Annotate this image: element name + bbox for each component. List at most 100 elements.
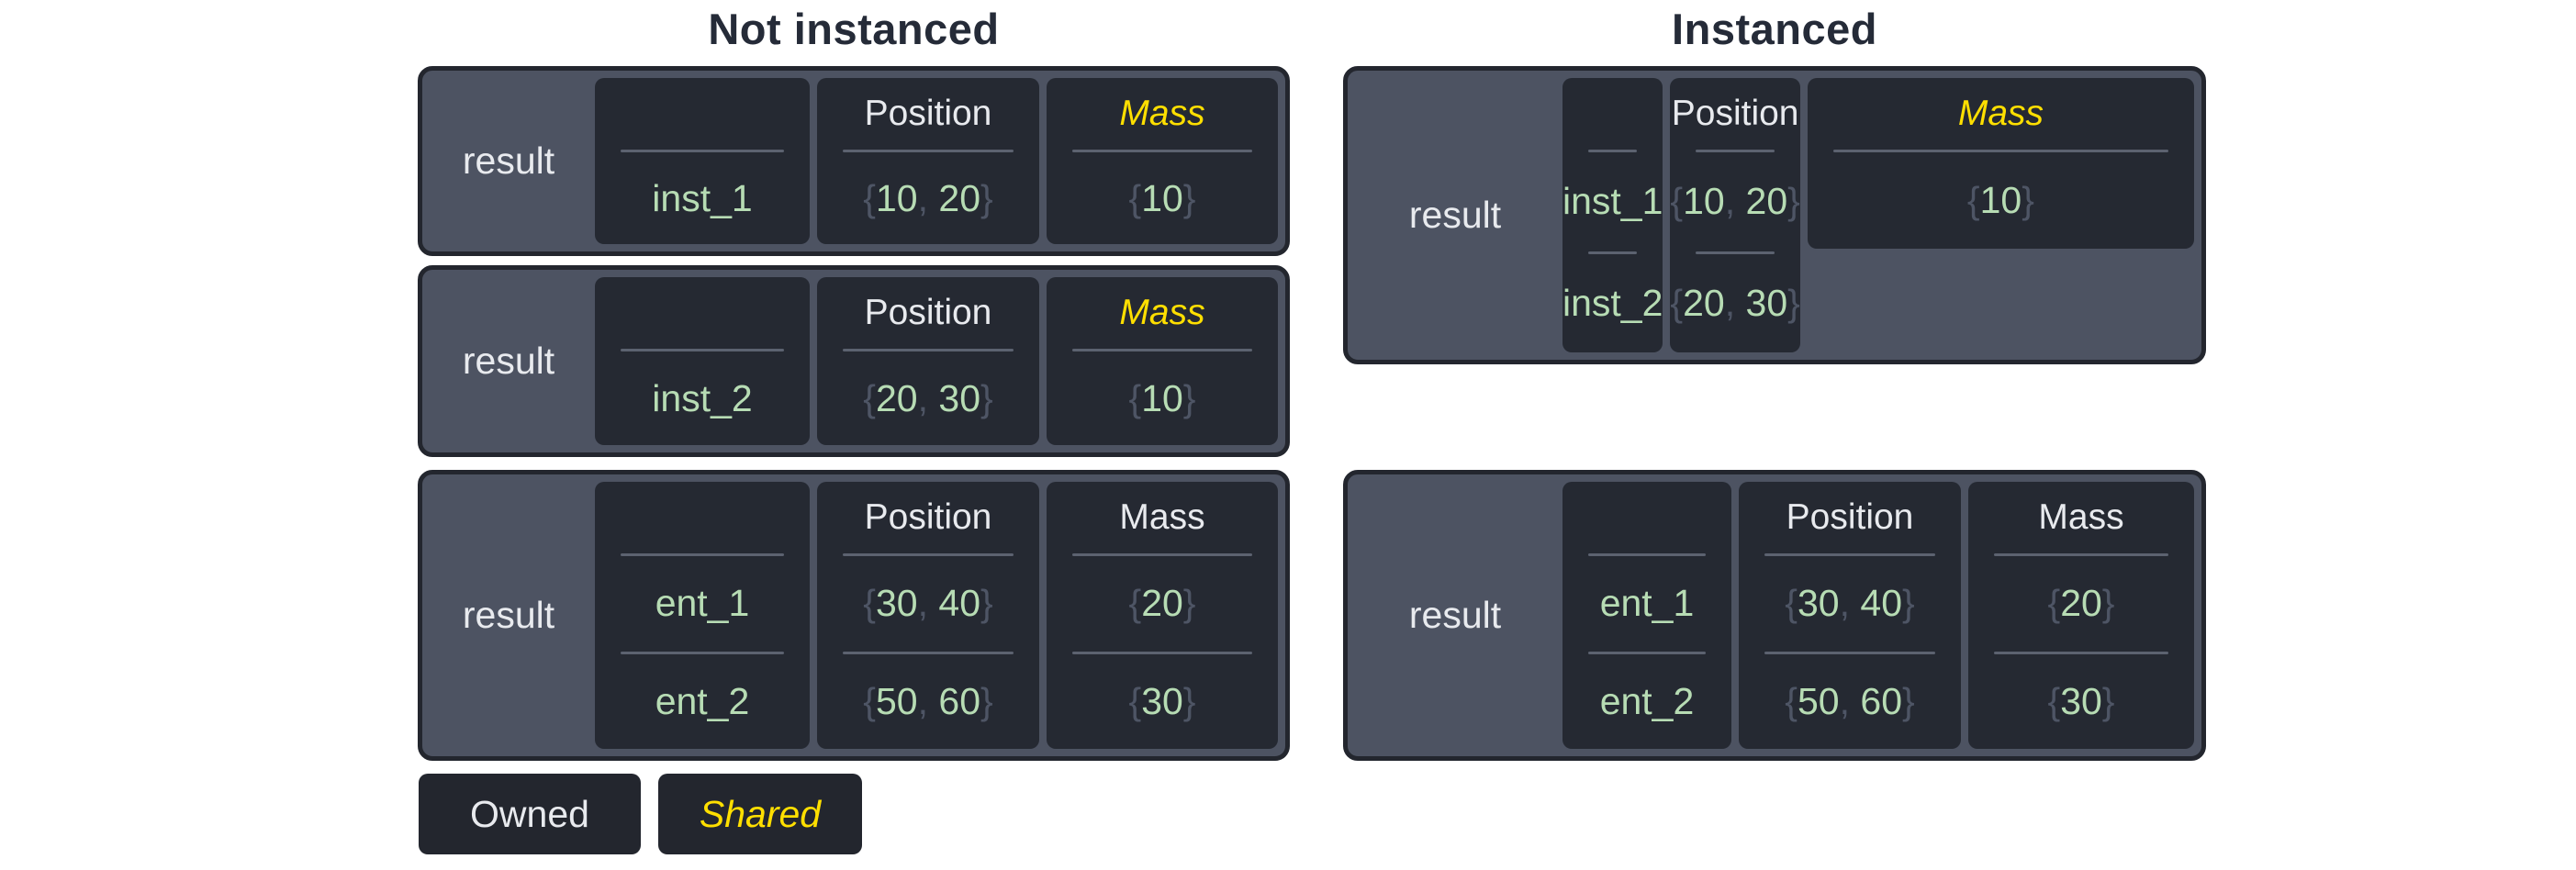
value-punctuation: } xyxy=(980,582,993,625)
value-row: {20} xyxy=(1968,556,2194,652)
separator-line xyxy=(621,553,784,556)
value-punctuation: } xyxy=(1787,180,1800,223)
separator-line xyxy=(1072,553,1252,556)
value-punctuation: , xyxy=(1839,679,1850,722)
value-row: {10} xyxy=(1047,351,1278,445)
value-punctuation: , xyxy=(917,582,928,625)
separator-line xyxy=(1764,651,1935,654)
value-row: {20} xyxy=(1047,556,1278,652)
separator-line xyxy=(1696,251,1775,254)
column-entity: ent_1 ent_2 xyxy=(595,482,810,749)
value-row: {10} xyxy=(1047,152,1278,244)
value-punctuation: { xyxy=(1785,582,1798,625)
column-entity: ent_1 ent_2 xyxy=(1562,482,1731,749)
value-punctuation: { xyxy=(863,679,876,722)
entity-name: ent_2 xyxy=(655,679,750,722)
value-number: 50 xyxy=(875,679,918,722)
result-label: result xyxy=(462,594,555,636)
separator-line xyxy=(1696,150,1775,152)
value-punctuation: { xyxy=(2047,582,2061,625)
separator-line xyxy=(843,553,1014,556)
separator-line xyxy=(843,651,1014,654)
value-punctuation: { xyxy=(863,582,876,625)
separator-line xyxy=(1832,150,2168,152)
separator-line xyxy=(1588,553,1706,556)
value-punctuation: } xyxy=(2101,679,2115,722)
value-punctuation: { xyxy=(1966,179,1980,221)
component-header: Position xyxy=(1786,497,1914,537)
component-header: Mass xyxy=(1119,497,1205,537)
value-number: 30 xyxy=(1797,582,1840,625)
value-row: {10} xyxy=(1808,152,2194,249)
legend-shared-label: Shared xyxy=(699,792,822,835)
column-position: Position{30, 40}{50, 60} xyxy=(817,482,1039,749)
entity-row: ent_2 xyxy=(595,654,810,750)
value-number: 20 xyxy=(1735,180,1788,223)
entity-row: ent_1 xyxy=(595,556,810,652)
value-number: 60 xyxy=(928,679,980,722)
value-punctuation: { xyxy=(1128,376,1142,419)
legend-owned-chip: Owned xyxy=(419,774,641,854)
value-punctuation: , xyxy=(917,176,928,219)
value-number: 10 xyxy=(1141,376,1183,419)
value-number: 30 xyxy=(1141,679,1183,722)
value-punctuation: } xyxy=(1182,582,1196,625)
separator-line xyxy=(1072,349,1252,351)
value-punctuation: } xyxy=(1787,281,1800,324)
component-header: Position xyxy=(1671,94,1799,133)
separator-line xyxy=(1072,651,1252,654)
value-number: 30 xyxy=(2060,679,2102,722)
value-number: 10 xyxy=(1979,179,2022,221)
value-punctuation: , xyxy=(1839,582,1850,625)
column-mass: Mass{10} xyxy=(1807,78,2194,249)
entity-name: inst_1 xyxy=(652,176,753,219)
column-mass: Mass{20}{30} xyxy=(1968,482,2194,749)
value-punctuation: { xyxy=(1128,582,1142,625)
value-punctuation: } xyxy=(2022,179,2034,221)
entity-column-header xyxy=(1562,482,1731,553)
value-number: 30 xyxy=(928,376,980,419)
entity-name: ent_1 xyxy=(655,582,750,625)
entity-column-header xyxy=(595,482,810,553)
value-punctuation: { xyxy=(1128,176,1142,219)
entity-column-header xyxy=(595,277,810,349)
entity-row: inst_2 xyxy=(1562,254,1663,353)
value-punctuation: { xyxy=(2047,679,2061,722)
value-number: 20 xyxy=(1683,281,1725,324)
value-number: 20 xyxy=(1141,582,1183,625)
value-row: {50, 60} xyxy=(817,654,1039,750)
component-header: Mass xyxy=(1119,94,1205,133)
separator-line xyxy=(1764,553,1935,556)
value-number: 10 xyxy=(1141,176,1183,219)
value-punctuation: } xyxy=(2101,582,2115,625)
component-header: Mass xyxy=(2038,497,2124,537)
column-mass: Mass{20}{30} xyxy=(1047,482,1278,749)
separator-line xyxy=(1072,150,1252,152)
separator-line xyxy=(843,349,1014,351)
value-punctuation: } xyxy=(1182,679,1196,722)
value-punctuation: } xyxy=(980,176,993,219)
value-row: {20, 30} xyxy=(817,351,1039,445)
entity-name: inst_2 xyxy=(1562,281,1663,324)
value-row: {30, 40} xyxy=(1739,556,1961,652)
column-position: Position{10, 20} xyxy=(817,78,1039,244)
value-punctuation: { xyxy=(1128,679,1142,722)
value-punctuation: { xyxy=(863,376,876,419)
entity-name: ent_1 xyxy=(1599,582,1695,625)
value-punctuation: { xyxy=(1785,679,1798,722)
column-position: Position{20, 30} xyxy=(817,277,1039,445)
component-header: Position xyxy=(864,497,992,537)
column-entity: inst_2 xyxy=(595,277,810,445)
value-punctuation: { xyxy=(863,176,876,219)
value-punctuation: { xyxy=(1670,281,1684,324)
separator-line xyxy=(621,150,784,152)
separator-line xyxy=(1588,251,1638,254)
entity-row: ent_2 xyxy=(1562,654,1731,750)
entity-row: ent_1 xyxy=(1562,556,1731,652)
